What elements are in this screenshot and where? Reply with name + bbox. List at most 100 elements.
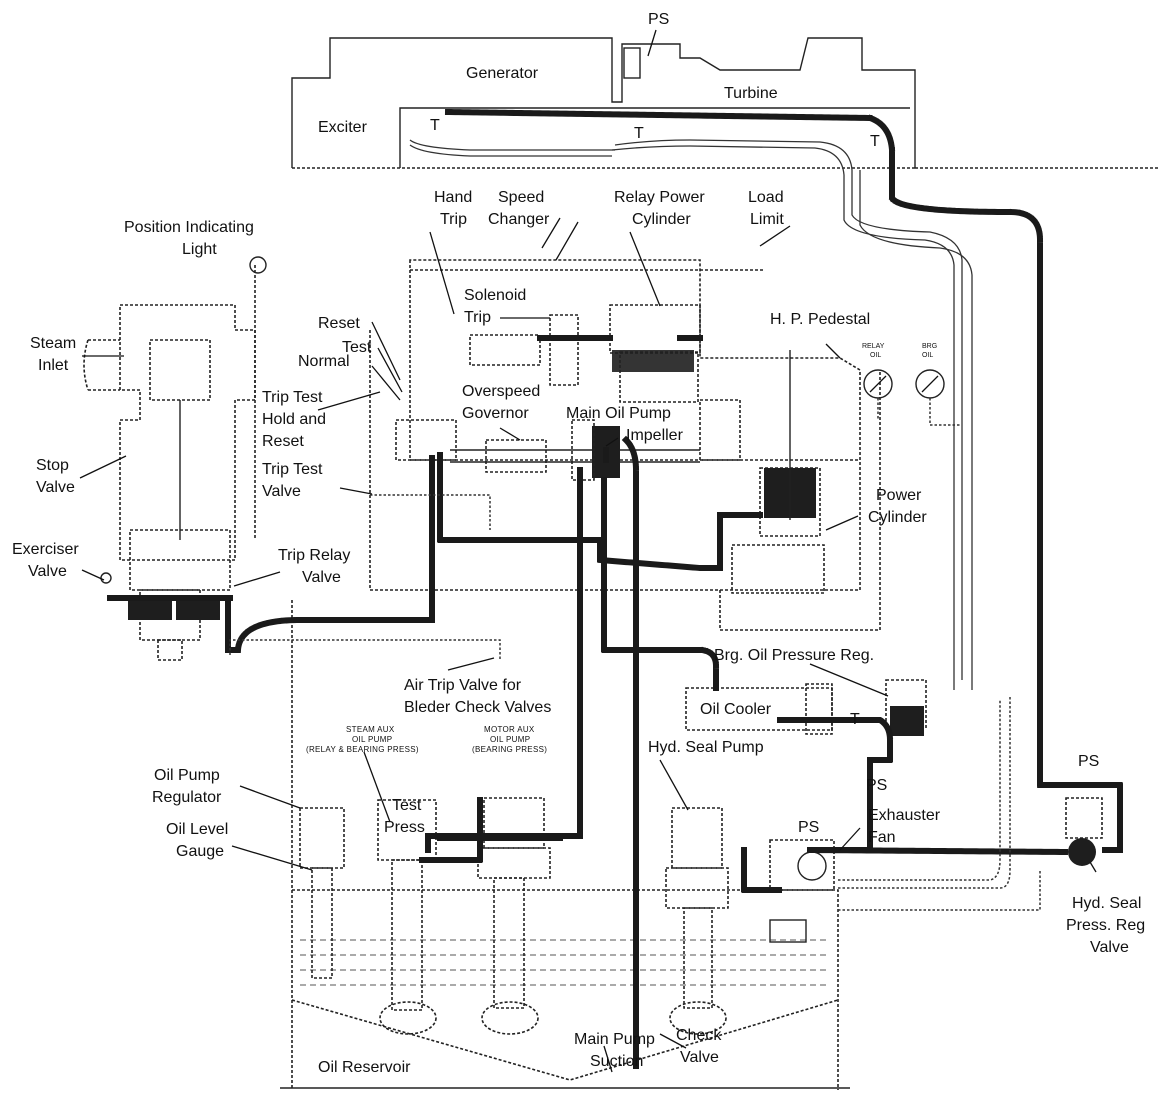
relay-gauge-needle <box>869 375 887 393</box>
label-trip-relay-1: Trip Relay <box>278 547 350 564</box>
main-pump-discharge <box>601 447 719 691</box>
label-t3: T <box>870 133 880 150</box>
label-hp-pedestal: H. P. Pedestal <box>770 311 870 328</box>
arrow-load-limit <box>759 225 791 247</box>
label-exerciser-2: Valve <box>28 563 67 580</box>
oil-cooler-group <box>685 369 945 736</box>
label-position-light-2: Light <box>182 241 217 258</box>
label-ps-right: PS <box>1078 753 1099 770</box>
label-load-limit-2: Limit <box>750 211 784 228</box>
label-exhauster-1: Exhauster <box>868 807 941 824</box>
label-steam-aux-2: OIL PUMP <box>352 735 392 744</box>
oil-cooler-head <box>805 683 833 735</box>
front-standard <box>369 259 881 631</box>
motor-aux-pump-casing <box>481 1001 539 1035</box>
stop-valve-drain <box>157 639 183 661</box>
label-t4: T <box>850 711 860 728</box>
bearing-oil-header <box>444 108 1123 853</box>
label-motor-aux-3: (BEARING PRESS) <box>472 745 547 754</box>
label-power-cylinder-1: Power <box>876 487 922 504</box>
reservoir-shell <box>291 600 839 1090</box>
air-trip-line <box>229 639 501 660</box>
oil-pump-regulator-body <box>299 807 345 869</box>
label-steam-inlet-2: Inlet <box>38 357 69 374</box>
label-check-valve-2: Valve <box>680 1049 719 1066</box>
reservoir-pumps <box>299 797 835 1035</box>
relay-power-cylinder-body <box>609 304 701 354</box>
label-main-pump-suction-1: Main Pump <box>574 1031 655 1048</box>
oil-level-gauge-body <box>311 867 333 979</box>
label-trip-test-hold-2: Hold and <box>262 411 326 428</box>
aux-pump-discharge <box>425 467 583 853</box>
label-trip-test-valve-1: Trip Test <box>262 461 323 478</box>
label-air-trip-1: Air Trip Valve for <box>404 677 522 694</box>
label-t1: T <box>430 117 440 134</box>
leader-arrows <box>79 29 1097 1073</box>
test-press-line <box>419 797 563 863</box>
label-trip-test-hold-1: Trip Test <box>262 389 323 406</box>
label-hyd-seal-reg-1: Hyd. Seal <box>1072 895 1141 912</box>
label-load-limit-1: Load <box>748 189 784 206</box>
label-steam-aux-1: STEAM AUX <box>346 725 395 734</box>
drain-trap <box>769 919 807 943</box>
label-exciter: Exciter <box>318 119 368 136</box>
label-air-trip-2: Bleder Check Valves <box>404 699 551 716</box>
label-ps-mid: PS <box>866 777 887 794</box>
machine-housing <box>291 37 916 168</box>
label-brg-oil-1: BRG <box>922 343 937 350</box>
label-brg-oil-2: OIL <box>922 352 933 359</box>
label-brg-oil-reg: Brg. Oil Pressure Reg. <box>714 647 874 664</box>
label-relay-oil-2: OIL <box>870 352 881 359</box>
pedestal-upper <box>409 259 861 461</box>
label-generator: Generator <box>466 65 539 82</box>
steam-aux-pump-column <box>391 859 423 1011</box>
arrow-oil-pump-regulator <box>239 785 301 809</box>
hyd-seal-reg-valve-icon <box>1068 838 1096 866</box>
label-trip-test-hold-3: Reset <box>262 433 304 450</box>
label-exhauster-2: Fan <box>868 829 896 846</box>
arrow-speed-changer <box>541 217 579 261</box>
motor-aux-pump-column <box>493 877 525 1009</box>
label-oil-level-2: Gauge <box>176 843 224 860</box>
label-test-press-2: Press <box>384 819 425 836</box>
brg-oil-supply <box>777 717 893 853</box>
label-oil-pump-regulator-2: Regulator <box>152 789 222 806</box>
arrow-trip-test-hold <box>317 391 381 411</box>
arrow-main-pump-suction <box>603 1045 613 1073</box>
vent-line <box>838 695 1011 889</box>
position-indicating-light-icon <box>249 256 267 274</box>
label-oil-cooler: Oil Cooler <box>700 701 772 718</box>
arrow-stop-valve <box>79 455 127 479</box>
label-motor-aux-2: OIL PUMP <box>490 735 530 744</box>
label-trip-test-valve-2: Valve <box>262 483 301 500</box>
hyd-seal-reg-body <box>1065 797 1103 839</box>
exhauster-fan-icon <box>797 851 827 881</box>
brg-reg-oil <box>890 706 924 736</box>
exerciser-valve-icon <box>100 572 112 584</box>
trip-relay-oil <box>128 598 220 620</box>
brg-gauge-line <box>929 398 960 426</box>
vent-line-2 <box>838 700 1001 881</box>
relay-cylinder-lower <box>619 351 699 403</box>
label-solenoid-trip-1: Solenoid <box>464 287 526 304</box>
seal-pump-discharge <box>741 847 783 893</box>
label-stop-valve-1: Stop <box>36 457 69 474</box>
label-relay-power-cylinder-2: Cylinder <box>632 211 691 228</box>
label-t2: T <box>634 125 644 142</box>
arrow-hyd-seal-pump <box>659 759 689 811</box>
hyd-seal-pump-column <box>683 907 713 1009</box>
label-ps-top: PS <box>648 11 669 28</box>
label-hyd-seal-reg-3: Valve <box>1090 939 1129 956</box>
label-overspeed-2: Governor <box>462 405 529 422</box>
label-main-pump-suction-2: Suction <box>590 1053 643 1070</box>
labels: PS Generator Turbine Exciter T T T Hand … <box>12 11 1145 1076</box>
pilot-valve <box>549 314 579 386</box>
label-normal: Normal <box>298 353 350 370</box>
label-position-light-1: Position Indicating <box>124 219 254 236</box>
hyd-seal-pump-casing <box>669 1001 727 1035</box>
oil-piping <box>107 108 1123 1069</box>
thrust-bearing <box>699 399 741 461</box>
hyd-seal-pump-base <box>665 867 729 909</box>
label-reset: Reset <box>318 315 360 332</box>
